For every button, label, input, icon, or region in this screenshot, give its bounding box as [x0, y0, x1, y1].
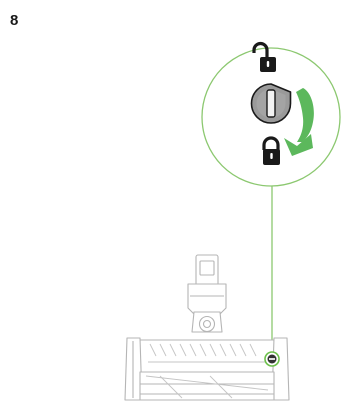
step-number: 8 [10, 12, 19, 29]
cleaner-head-outline [124, 254, 290, 401]
lock-dial-icon [250, 83, 292, 124]
head-lock-marker [264, 351, 280, 367]
brush-bar-hatching [145, 343, 270, 399]
unlocked-padlock-icon [252, 41, 276, 72]
locked-padlock-icon [262, 136, 280, 165]
clockwise-rotation-arrow-icon [284, 88, 314, 156]
